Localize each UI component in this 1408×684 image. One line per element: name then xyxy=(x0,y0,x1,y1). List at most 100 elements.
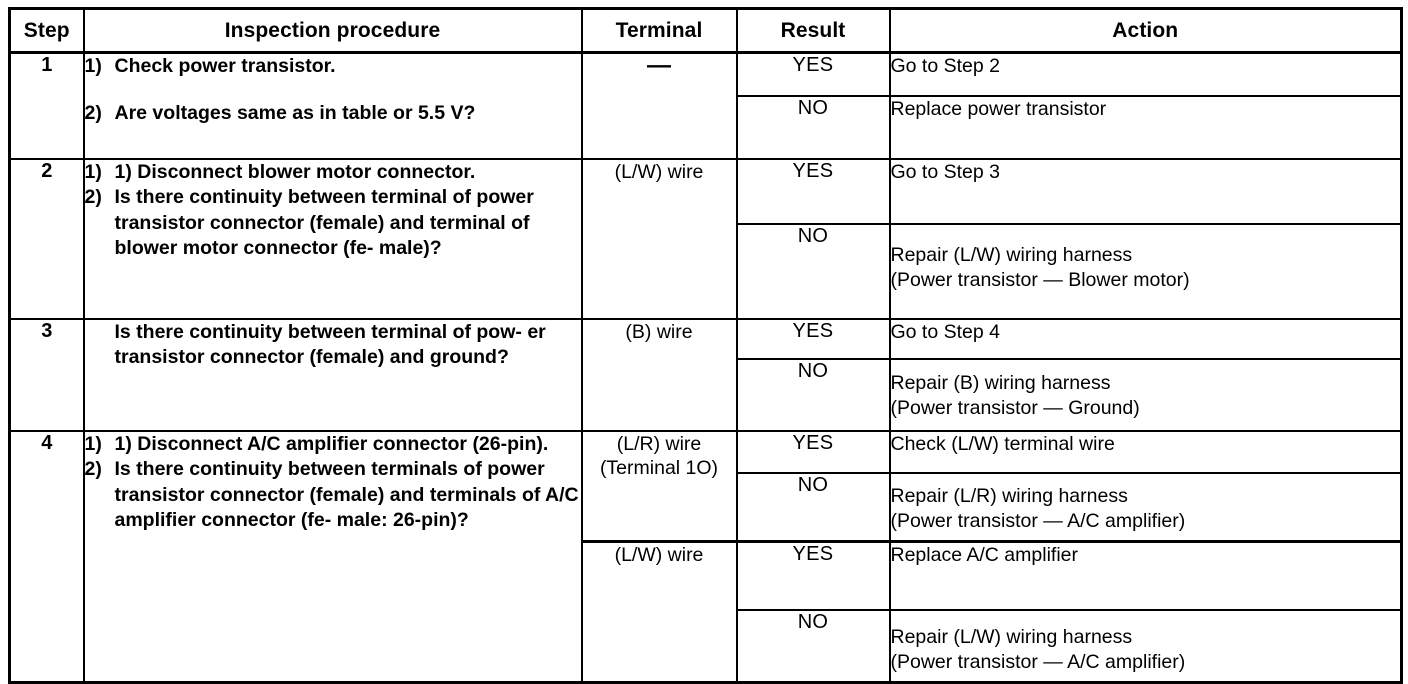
action-line: Replace power transistor xyxy=(890,98,1107,120)
procedure-item: Is there continuity between terminal of … xyxy=(85,320,581,371)
action-cell: Repair (B) wiring harness (Power transis… xyxy=(888,358,1403,432)
action-cell: Repair (L/W) wiring harness (Power trans… xyxy=(888,223,1403,320)
terminal-cell: — xyxy=(580,51,738,160)
procedure-item-marker: 2) xyxy=(84,458,102,481)
result-no: NO xyxy=(735,472,891,543)
action-line: Go to Step 2 xyxy=(890,55,1001,77)
procedure-item-text: Check power transistor. xyxy=(114,55,336,77)
table-row: NO Replace power transistor xyxy=(10,95,1403,160)
procedure-item-line: power transistor connector (female) and xyxy=(114,458,545,506)
action-line: Go to Step 4 xyxy=(890,321,1001,343)
procedure-item-line: 1) Disconnect A/C amplifier connector xyxy=(114,433,468,455)
procedure-item-line: terminals of A/C amplifier connector (fe… xyxy=(114,483,579,532)
procedure-item-line: er transistor connector (female) and xyxy=(114,321,546,369)
procedure-item: 1) Check power transistor. xyxy=(85,54,581,79)
action-cell: Repair (L/R) wiring harness (Power trans… xyxy=(888,472,1403,543)
table-row: 1 1) Check power transistor. 2) Are volt… xyxy=(8,51,1403,160)
action-line: Repair (L/W) wiring harness xyxy=(890,244,1133,266)
procedure-item-line: terminal of blower motor connector (fe- xyxy=(114,211,530,260)
terminal-value: (B) wire xyxy=(625,321,693,343)
procedure-item: 1) 1) Disconnect blower motor connector. xyxy=(85,160,581,185)
result-no: NO xyxy=(735,609,891,684)
procedure-item-line: male: 26-pin)? xyxy=(336,509,469,532)
inspection-procedure-cell: 1) Check power transistor. 2) Are voltag… xyxy=(82,51,583,160)
action-line: (Power transistor — Blower motor) xyxy=(890,268,1190,291)
terminal-value: (L/R) wire xyxy=(616,433,702,455)
action-cell: Replace A/C amplifier xyxy=(888,540,1403,611)
result-no: NO xyxy=(735,223,891,320)
procedure-item-marker: 2) xyxy=(84,102,102,125)
table-header-row: Step Inspection procedure Terminal Resul… xyxy=(8,7,1403,54)
procedure-item-line: Is there continuity between terminal of … xyxy=(114,321,522,343)
action-cell: Go to Step 2 xyxy=(888,51,1403,97)
column-header-action: Action xyxy=(888,7,1403,54)
procedure-list: 1) 1) Disconnect blower motor connector.… xyxy=(85,160,581,261)
action-line: (Power transistor — A/C amplifier) xyxy=(890,650,1186,673)
result-yes: YES xyxy=(735,318,891,360)
terminal-value: — xyxy=(647,52,671,79)
table-row: NO Repair (B) wiring harness (Power tran… xyxy=(10,358,1403,432)
procedure-item: 1) 1) Disconnect A/C amplifier connector… xyxy=(85,432,581,457)
procedure-list: Is there continuity between terminal of … xyxy=(85,320,581,371)
procedure-item-marker: 1) xyxy=(84,433,102,455)
procedure-list: 1) 1) Disconnect A/C amplifier connector… xyxy=(85,432,581,533)
procedure-item: 2) Is there continuity between terminals… xyxy=(85,457,581,533)
table-row: NO Repair (L/R) wiring harness (Power tr… xyxy=(10,472,1403,543)
column-header-result: Result xyxy=(735,7,891,54)
table-row: NO Repair (L/W) wiring harness (Power tr… xyxy=(10,609,1403,684)
result-yes: YES xyxy=(735,51,891,97)
action-line: Repair (L/R) wiring harness xyxy=(890,485,1128,507)
procedure-item-line: (26-pin). xyxy=(472,433,549,455)
procedure-list: 1) Check power transistor. 2) Are voltag… xyxy=(85,54,581,127)
table-row: (L/W) wire YES Replace A/C amplifier xyxy=(10,540,1403,684)
table-row: 4 1) 1) Disconnect A/C amplifier connect… xyxy=(8,430,1403,684)
step-number: 3 xyxy=(8,318,85,432)
table-row: 2 1) 1) Disconnect blower motor connecto… xyxy=(8,158,1403,320)
action-cell: Go to Step 3 xyxy=(888,158,1403,225)
procedure-item-marker: 1) xyxy=(84,161,102,183)
action-line: Go to Step 3 xyxy=(890,161,1001,183)
action-cell: Go to Step 4 xyxy=(888,318,1403,360)
result-yes: YES xyxy=(735,430,891,474)
action-line: Replace A/C amplifier xyxy=(890,544,1079,566)
procedure-item: 2) Is there continuity between terminal … xyxy=(85,185,581,261)
procedure-item-line: Is there continuity between terminals of xyxy=(114,458,482,481)
procedure-item-line: male)? xyxy=(378,237,442,260)
procedure-item-marker: 2) xyxy=(84,186,102,209)
step-number: 2 xyxy=(8,158,85,320)
action-line: (Power transistor — A/C amplifier) xyxy=(890,509,1186,532)
terminal-value: (L/W) wire xyxy=(614,544,704,566)
action-line: Repair (L/W) wiring harness xyxy=(890,626,1133,648)
column-header-inspection-procedure: Inspection procedure xyxy=(82,7,583,54)
terminal-cell: (B) wire xyxy=(580,318,738,432)
procedure-item-marker: 1) xyxy=(84,55,102,77)
inspection-procedure-cell: Is there continuity between terminal of … xyxy=(82,318,583,432)
procedure-item: 2) Are voltages same as in table or 5.5 … xyxy=(85,101,581,126)
procedure-item-line: 1) Disconnect blower motor connector. xyxy=(114,161,476,183)
result-yes: YES xyxy=(735,540,891,611)
column-header-terminal: Terminal xyxy=(580,7,738,54)
action-cell: Check (L/W) terminal wire xyxy=(888,430,1403,474)
inspection-procedure-cell: 1) 1) Disconnect A/C amplifier connector… xyxy=(82,430,583,684)
result-no: NO xyxy=(735,95,891,160)
terminal-cell: (L/W) wire xyxy=(580,158,738,320)
step-number: 1 xyxy=(8,51,85,160)
inspection-procedure-cell: 1) 1) Disconnect blower motor connector.… xyxy=(82,158,583,320)
procedure-item-line: ground? xyxy=(429,346,509,369)
procedure-item-line: power transistor connector (female) and xyxy=(114,186,534,234)
procedure-item-line: Is there continuity between terminal of xyxy=(114,186,471,209)
table-row: NO Repair (L/W) wiring harness (Power tr… xyxy=(10,223,1403,320)
procedure-item-text: Are voltages same as in table or 5.5 V? xyxy=(114,102,476,125)
column-header-step: Step xyxy=(8,7,85,54)
action-cell: Repair (L/W) wiring harness (Power trans… xyxy=(888,609,1403,684)
terminal-pin-label: (Terminal 1O) xyxy=(599,457,719,480)
action-cell: Replace power transistor xyxy=(888,95,1403,160)
terminal-value: (L/W) wire xyxy=(614,161,704,183)
terminal-cell: (L/W) wire xyxy=(580,540,738,684)
result-yes: YES xyxy=(735,158,891,225)
result-no: NO xyxy=(735,358,891,432)
terminal-cell: (L/R) wire (Terminal 1O) xyxy=(580,430,738,543)
action-line: (Power transistor — Ground) xyxy=(890,396,1140,419)
diagnostic-table: Step Inspection procedure Terminal Resul… xyxy=(8,7,1403,684)
